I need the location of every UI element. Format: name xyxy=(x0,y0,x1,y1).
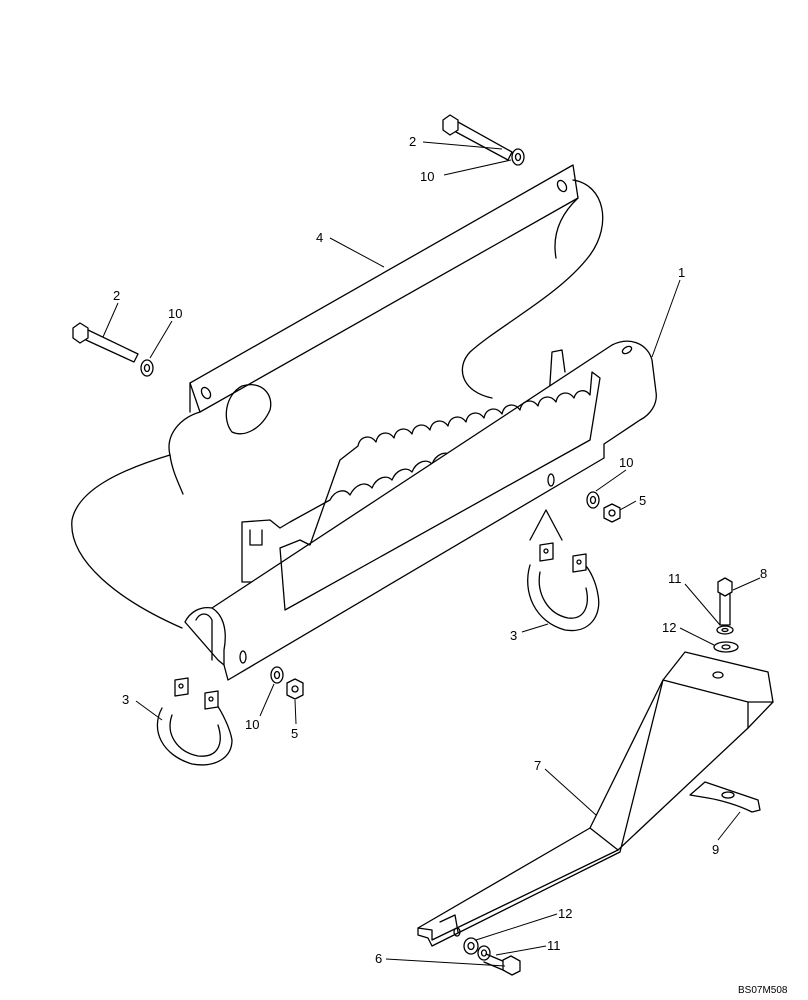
label-10-right: 10 xyxy=(619,455,633,470)
bracket-plate-part-4 xyxy=(168,164,579,495)
nut-part-5-right xyxy=(603,503,621,523)
support-arm-part-7 xyxy=(417,651,774,947)
clamp-part-3-right xyxy=(527,509,600,632)
label-2-top: 2 xyxy=(409,134,416,149)
part-labels: 2 10 4 2 10 1 10 5 3 3 10 5 11 8 12 7 9 … xyxy=(113,134,788,996)
label-4: 4 xyxy=(316,230,323,245)
label-10-left: 10 xyxy=(168,306,182,321)
leader-lines xyxy=(102,141,761,967)
label-3-left: 3 xyxy=(122,692,129,707)
label-10-top: 10 xyxy=(420,169,434,184)
label-10-bottom: 10 xyxy=(245,717,259,732)
label-8: 8 xyxy=(760,566,767,581)
bolt-part-6 xyxy=(463,937,521,976)
nut-part-5-bottom xyxy=(286,678,304,700)
bolt-part-2-top xyxy=(442,114,513,161)
washer-part-10-bottom xyxy=(270,666,284,684)
washer-part-10-right xyxy=(586,491,600,509)
washer-part-10-top xyxy=(511,148,525,166)
washer-part-10-left xyxy=(140,359,154,377)
label-11-bottom: 11 xyxy=(547,938,561,953)
bolt-part-2-left xyxy=(72,322,139,363)
label-3-right: 3 xyxy=(510,628,517,643)
label-12-bottom: 12 xyxy=(558,906,572,921)
label-12-top: 12 xyxy=(662,620,676,635)
bolt-part-8 xyxy=(713,577,739,653)
label-7: 7 xyxy=(534,758,541,773)
label-11-top: 11 xyxy=(668,571,682,586)
label-1: 1 xyxy=(678,265,685,280)
label-9: 9 xyxy=(712,842,719,857)
label-6: 6 xyxy=(375,951,382,966)
shield-outline xyxy=(71,179,604,629)
label-2-left: 2 xyxy=(113,288,120,303)
clamp-part-3-left xyxy=(156,677,233,766)
drawing-code: BS07M508 xyxy=(738,985,788,996)
muffler-shield-part-1 xyxy=(184,340,657,681)
label-5-right: 5 xyxy=(639,493,646,508)
strap-part-9 xyxy=(689,781,761,813)
label-5-bottom: 5 xyxy=(291,726,298,741)
